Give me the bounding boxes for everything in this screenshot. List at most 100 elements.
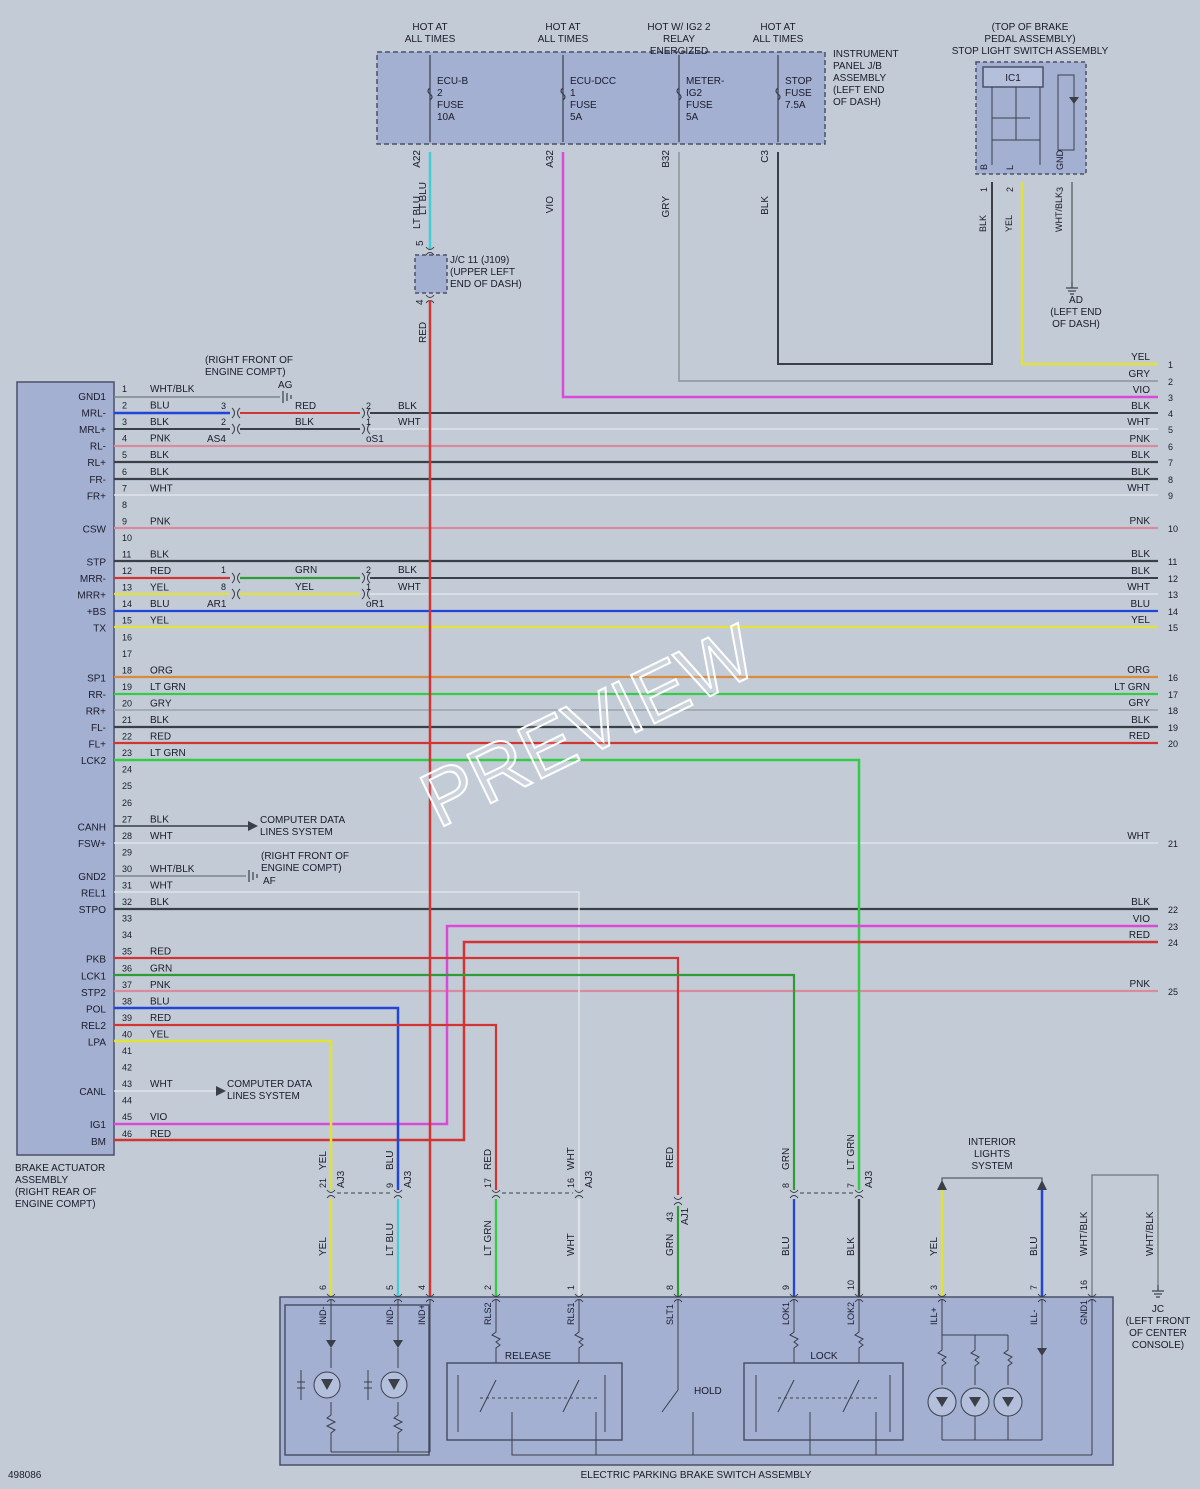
jc-conn — [425, 252, 435, 256]
right-edge-wire-label: RED — [1129, 930, 1150, 941]
figure-id: 498086 — [8, 1470, 42, 1481]
actuator-pin-signal: FL+ — [88, 740, 106, 751]
right-edge-num: 20 — [1168, 739, 1178, 749]
actuator-pin-num: 11 — [122, 550, 131, 560]
ind-diode — [393, 1340, 403, 1348]
switch-conn — [425, 1293, 435, 1297]
right-edge-wire-label: BLK — [1131, 401, 1150, 412]
wire-pkb — [114, 956, 680, 1195]
actuator-wire-label: BLK — [150, 450, 169, 461]
switch-conn — [425, 1299, 435, 1303]
wire-label: YEL — [318, 1151, 329, 1170]
jc-label: END OF DASH) — [450, 279, 522, 290]
jc-conn — [425, 246, 435, 250]
aj1-conn — [673, 1202, 683, 1206]
aj3-conn — [789, 1195, 799, 1199]
ill-led-mark — [936, 1397, 948, 1407]
wire-label: RED — [665, 1147, 676, 1168]
actuator-wire-label: BLK — [150, 550, 169, 561]
stop-switch-title: STOP LIGHT SWITCH ASSEMBLY — [952, 46, 1109, 57]
wire-label: YEL — [318, 1237, 329, 1256]
wire-lck1 — [114, 973, 796, 1190]
actuator-pin-signal: FR- — [89, 475, 106, 486]
ind-led-mark — [321, 1379, 333, 1390]
connector-pin: 1 — [366, 582, 371, 592]
actuator-pin-num: 37 — [122, 980, 132, 990]
switch-pin-name: ILL- — [1029, 1309, 1039, 1325]
actuator-pin-num: 6 — [122, 467, 127, 477]
right-edge-wire-label: WHT — [1127, 831, 1150, 842]
fuse-name: ECU-DCC — [570, 76, 616, 87]
actuator-pin-signal: REL2 — [81, 1021, 106, 1032]
actuator-pin-num: 29 — [122, 847, 132, 857]
ill-diode — [1037, 1348, 1047, 1356]
connector-id: AJ3 — [584, 1170, 595, 1188]
actuator-wire-label: BLK — [150, 814, 169, 825]
actuator-pin-signal: FL- — [91, 723, 106, 734]
interior-bracket — [941, 1177, 1043, 1190]
ground-ag-symbol — [282, 391, 292, 403]
right-edge-num: 8 — [1168, 475, 1173, 485]
stop-switch-pin-num: 2 — [1005, 187, 1015, 192]
actuator-wire-label: GRN — [150, 963, 172, 974]
connector-pin: 8 — [781, 1183, 791, 1188]
fuse-name: IG2 — [686, 88, 703, 99]
ground-af-label: (RIGHT FRONT OF — [261, 851, 349, 862]
ill-resistor — [937, 1335, 947, 1385]
actuator-label: ENGINE COMPT) — [15, 1199, 96, 1210]
ind-capacitor — [297, 1370, 305, 1400]
connector-mark — [237, 572, 241, 584]
fuse-symbol — [775, 87, 781, 101]
wire-label: BLK — [295, 417, 314, 428]
ground-af-label: ENGINE COMPT) — [261, 863, 342, 874]
right-edge-wire-label: GRY — [1129, 698, 1151, 709]
fuse-name: ECU-B — [437, 76, 468, 87]
actuator-pin-signal: STP2 — [81, 988, 106, 999]
switch-pin-num: 6 — [318, 1285, 328, 1290]
actuator-pin-signal: LCK1 — [81, 971, 106, 982]
stop-switch-wire-label: WHT/BLK — [1054, 192, 1064, 232]
fuse-wire-label: BLK — [760, 196, 771, 215]
switch-conn — [326, 1299, 336, 1303]
switch-pin-name: RLS1 — [566, 1302, 576, 1325]
ground-ag-label: AG — [278, 380, 293, 391]
right-edge-num: 25 — [1168, 987, 1178, 997]
wire-label: LT GRN — [846, 1134, 857, 1170]
connector-pin: 2 — [366, 401, 371, 411]
actuator-pin-signal: MRL- — [82, 409, 106, 420]
lock-resistor — [854, 1300, 864, 1363]
connector-mark — [361, 407, 365, 419]
switch-conn — [673, 1293, 683, 1297]
right-edge-wire-label: VIO — [1133, 385, 1150, 396]
aj3-conn — [854, 1189, 864, 1193]
right-edge-wire-label: BLU — [1131, 599, 1150, 610]
ill-led-mark — [1002, 1397, 1014, 1407]
right-edge-num: 21 — [1168, 839, 1178, 849]
actuator-pin-signal: SP1 — [87, 673, 106, 684]
wire-label: YEL — [295, 582, 314, 593]
switch-pin-num: 2 — [483, 1285, 493, 1290]
right-edge-num: 10 — [1168, 524, 1178, 534]
wire-label: LT GRN — [483, 1220, 494, 1256]
wire-label: BLK — [846, 1237, 857, 1256]
actuator-wire-label: RED — [150, 1013, 171, 1024]
actuator-pin-signal: RL- — [90, 442, 106, 453]
connector-pin: 3 — [221, 401, 226, 411]
fuse-heading: HOT AT — [412, 22, 447, 33]
connector-pin: 2 — [366, 565, 371, 575]
connector-mark — [361, 423, 365, 435]
actuator-pin-num: 27 — [122, 814, 132, 824]
actuator-pin-num: 32 — [122, 897, 132, 907]
connector-mark — [231, 423, 235, 435]
switch-pin-name: IND+ — [417, 1304, 427, 1325]
wire-stop-yel — [1020, 182, 1158, 366]
connector-id: oR1 — [366, 599, 385, 610]
ind-resistor — [392, 1402, 404, 1452]
actuator-pin-signal: RR+ — [86, 706, 106, 717]
right-edge-num: 19 — [1168, 723, 1178, 733]
wire-label: BLU — [385, 1151, 396, 1170]
actuator-pin-num: 19 — [122, 682, 132, 692]
actuator-pin-signal: GND1 — [78, 392, 106, 403]
fuse-heading: HOT AT — [760, 22, 795, 33]
actuator-pin-num: 38 — [122, 996, 132, 1006]
